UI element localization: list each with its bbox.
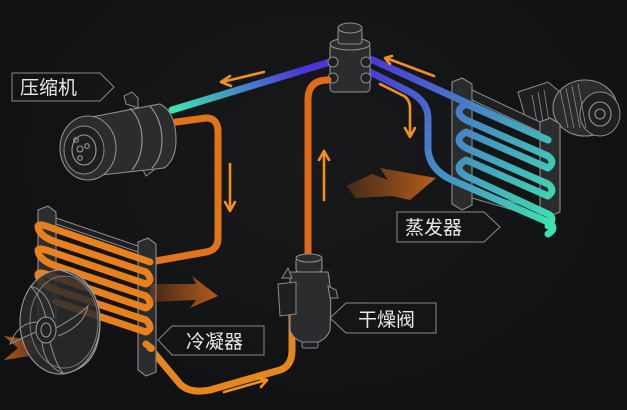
- hot-pipes: [146, 76, 332, 395]
- label-condenser: 冷凝器: [157, 325, 265, 356]
- drier: [277, 253, 339, 349]
- label-compressor: 压缩机: [11, 72, 115, 102]
- label-drier-text: 干燥阀: [358, 309, 415, 331]
- arrow-left-top: [219, 70, 266, 88]
- label-evaporator: 蒸发器: [396, 211, 501, 243]
- label-drier: 干燥阀: [329, 302, 437, 334]
- evaporator-airflow-arrow: [346, 168, 436, 200]
- arrow-up-drier-line: [317, 149, 331, 202]
- arrow-down-evaporator-inlet: [378, 82, 417, 139]
- discharge-line: [146, 114, 222, 266]
- compressor: [59, 91, 177, 181]
- arrow-up-left-evaporator-return: [383, 54, 436, 78]
- drier-to-valve-line: [304, 76, 332, 262]
- label-evaporator-text: 蒸发器: [405, 217, 462, 239]
- expansion-valve: [327, 22, 372, 93]
- condenser-airflow-arrow: [150, 276, 218, 308]
- arrow-down-compressor-line: [223, 162, 237, 213]
- condenser-fan: [9, 269, 101, 375]
- condenser-to-drier-line: [146, 304, 296, 395]
- evaporator-coil: [354, 62, 557, 238]
- label-condenser-text: 冷凝器: [186, 331, 243, 353]
- suction-line: [168, 58, 334, 114]
- arrow-right-bottom: [222, 376, 269, 394]
- evaporator-return-pipe: [360, 52, 552, 144]
- label-compressor-text: 压缩机: [20, 77, 77, 99]
- flow-arrows: [219, 54, 436, 394]
